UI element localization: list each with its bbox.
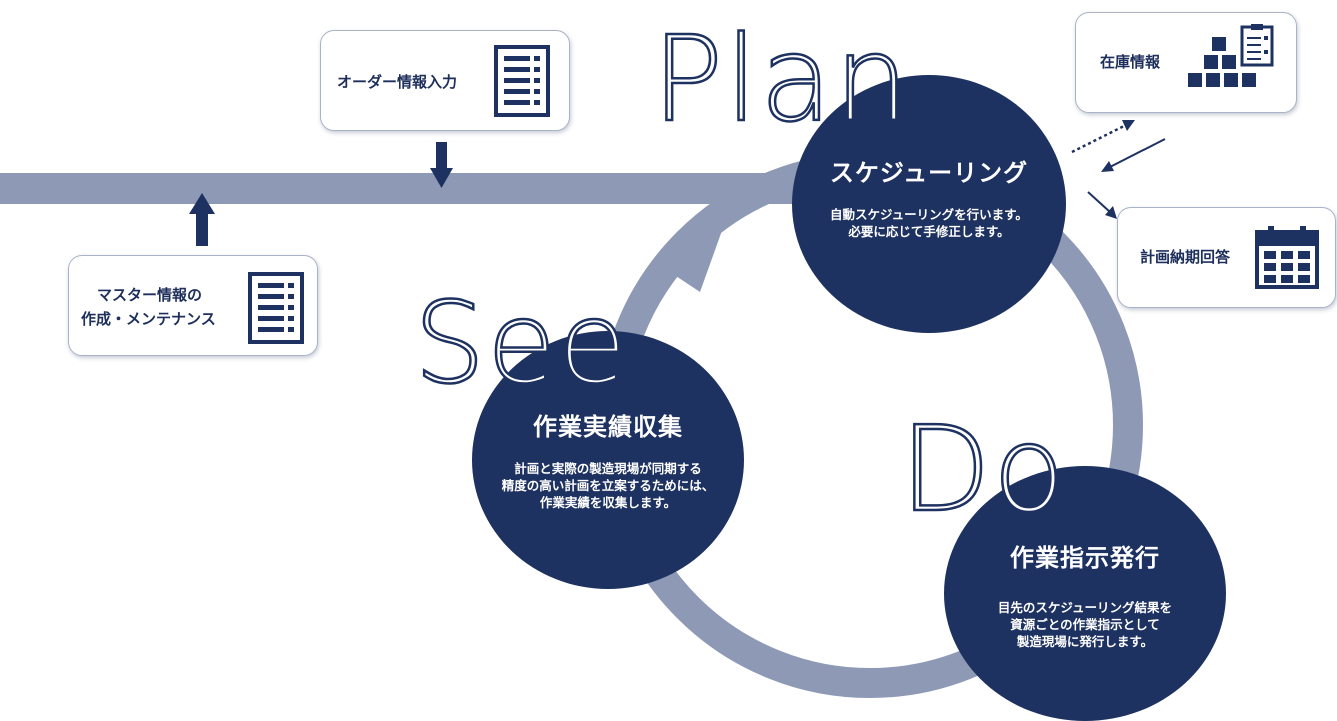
do-desc-1: 目先のスケジューリング結果を [997, 600, 1173, 615]
cycle-arrowhead [655, 225, 724, 292]
timeline-bar [0, 173, 830, 204]
document-list-icon [494, 45, 550, 117]
see-word: See [413, 279, 629, 409]
do-title: 作業指示発行 [1010, 544, 1160, 572]
see-title: 作業実績収集 [533, 413, 683, 441]
do-desc-3: 製造現場に発行します。 [1016, 634, 1154, 649]
arrow-from-inventory [1101, 138, 1166, 172]
down-arrow-icon [430, 142, 453, 188]
see-circle: 作業実績収集 計画と実際の製造現場が同期する 精度の高い計画を立案するためには、… [472, 331, 744, 589]
master-info-label-1: マスター情報の [97, 286, 203, 304]
delivery-answer-card: 計画納期回答 [1117, 207, 1336, 308]
master-info-label-2: 作成・メンテナンス [81, 310, 216, 328]
arrow-to-delivery-answer [1087, 191, 1117, 219]
inventory-boxes-icon [1188, 24, 1274, 87]
plan-desc-2: 必要に応じて手修正します。 [848, 224, 1010, 239]
plan-desc-1: 自動スケジューリングを行います。 [830, 207, 1028, 222]
calendar-icon [1255, 226, 1319, 289]
document-list-icon [248, 272, 304, 344]
do-circle: 作業指示発行 目先のスケジューリング結果を 資源ごとの作業指示として 製造現場に… [944, 466, 1226, 721]
plan-title: スケジューリング [829, 159, 1029, 187]
do-desc-2: 資源ごとの作業指示として [1010, 617, 1160, 632]
plan-word: Plan [651, 10, 912, 148]
plan-circle: スケジューリング 自動スケジューリングを行います。 必要に応じて手修正します。 [792, 75, 1066, 333]
see-desc-2: 精度の高い計画を立案するためには、 [501, 478, 715, 493]
dotted-arrow-to-inventory [1071, 120, 1135, 154]
order-entry-label: オーダー情報入力 [337, 73, 458, 91]
delivery-answer-label: 計画納期回答 [1140, 248, 1231, 266]
inventory-label: 在庫情報 [1100, 53, 1161, 71]
up-arrow-icon [189, 193, 215, 246]
see-desc-1: 計画と実際の製造現場が同期する [514, 461, 702, 476]
master-info-card: マスター情報の 作成・メンテナンス [68, 255, 318, 356]
do-word: Do [899, 400, 1068, 538]
see-desc-3: 作業実績を収集します。 [539, 495, 677, 510]
inventory-card: 在庫情報 [1075, 12, 1297, 113]
order-entry-card: オーダー情報入力 [320, 30, 570, 131]
